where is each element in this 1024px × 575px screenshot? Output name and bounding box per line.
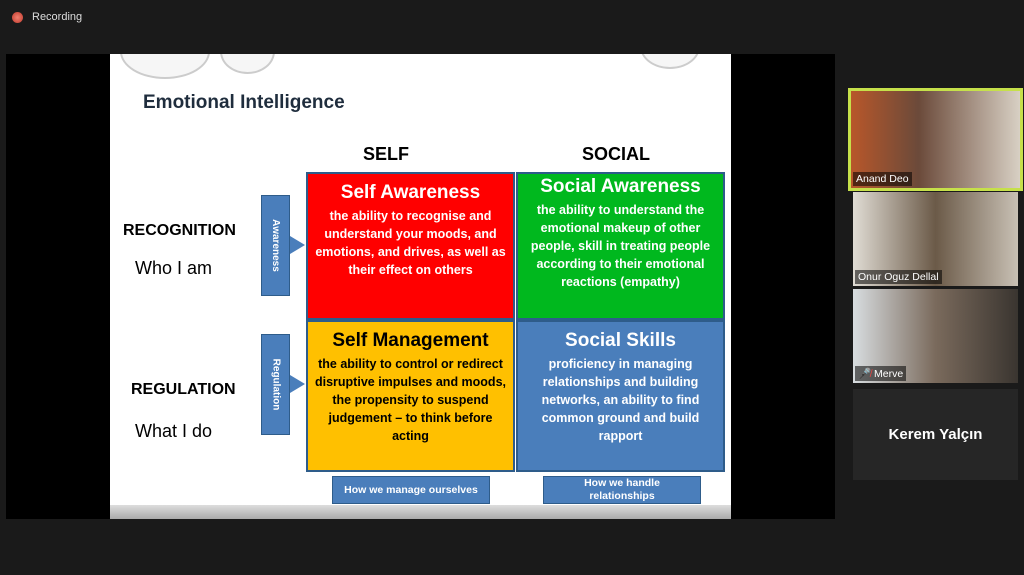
decoration-bubble [640,54,700,69]
participant-name: Onur Oguz Dellal [855,270,942,284]
handle-relationships-box: How we handle relationships [543,476,701,504]
row-header-regulation: REGULATION [131,381,236,398]
cell-self-awareness: Self Awareness the ability to recognise a… [306,172,515,320]
row-sub-recognition: Who I am [135,258,213,278]
manage-ourselves-box: How we manage ourselves [332,476,490,504]
regulation-label-box: Regulation [261,334,290,435]
slide-title: Emotional Intelligence [143,92,345,113]
awareness-label-box: Awareness [261,195,290,296]
cell-title: Social Awareness [540,176,701,197]
cell-text: the ability to understand the emotional … [530,203,711,289]
participant-name-text: Merve [874,368,904,380]
cell-title: Social Skills [565,330,676,351]
muted-mic-icon: 🎤̸ [858,368,874,380]
cell-title: Self Awareness [340,182,481,203]
regulation-label: Regulation [270,358,282,411]
awareness-label: Awareness [270,219,282,272]
column-header-self: SELF [363,144,410,164]
column-header-social: SOCIAL [582,144,651,164]
recording-icon [12,11,23,23]
arrow-icon [290,375,305,393]
participant-name: Anand Deo [853,172,912,186]
row-header-recognition: RECOGNITION [123,222,236,239]
slide-footer-bar [110,505,731,519]
cell-social-skills: Social Skills proficiency in managing rel… [516,320,725,472]
participant-tile[interactable]: Onur Oguz Dellal [853,192,1018,286]
participant-tile[interactable]: Kerem Yalçın [853,389,1018,480]
decoration-bubble [220,54,275,74]
participant-name: 🎤̸ Merve [855,366,907,381]
recording-indicator[interactable]: Recording [12,11,82,23]
decoration-bubble [120,54,210,79]
cell-text: the ability to recognise and understand … [315,209,506,277]
cell-self-management: Self Management the ability to control or… [306,320,515,472]
recording-label: Recording [32,11,83,23]
participant-name: Kerem Yalçın [888,426,983,443]
row-sub-regulation: What I do [135,421,213,441]
cell-social-awareness: Social Awareness the ability to understan… [516,172,725,320]
presentation-slide: Emotional Intelligence SELF SOCIAL RECOG… [110,54,731,519]
participant-tile[interactable]: 🎤̸ Merve [853,289,1018,383]
cell-text: the ability to control or redirect disru… [314,357,506,443]
arrow-icon [290,236,305,254]
cell-text: proficiency in managing relationships an… [541,357,700,443]
cell-title: Self Management [332,330,489,351]
participant-tile[interactable]: Anand Deo [848,88,1023,191]
